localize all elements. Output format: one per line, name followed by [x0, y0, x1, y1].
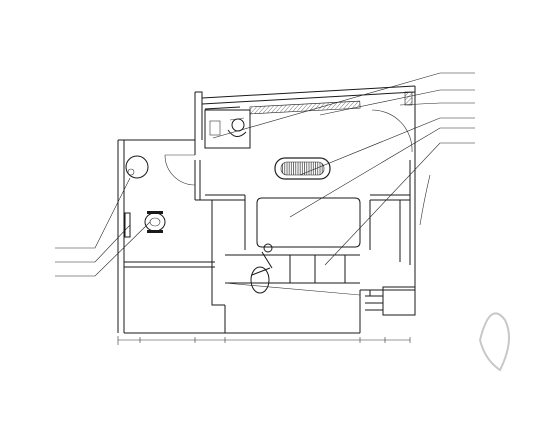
wall-cabinet — [124, 212, 131, 238]
large-table — [256, 197, 361, 248]
door-swing-left — [164, 154, 196, 186]
exterior-curve — [419, 174, 431, 226]
dimension-line — [117, 336, 411, 345]
desk — [204, 109, 251, 149]
seated-person-icon — [227, 117, 247, 137]
round-stool — [127, 168, 135, 176]
chair-icon — [144, 211, 166, 233]
reclining-person-icon — [250, 243, 273, 294]
top-counter — [204, 91, 413, 153]
door-swing-right — [371, 109, 413, 153]
watermark-logo — [478, 312, 510, 372]
hatched-column — [404, 91, 413, 106]
leader-lines-right — [212, 72, 475, 266]
leader-lines-left — [55, 177, 151, 277]
main-room — [205, 157, 431, 316]
oval-table — [274, 157, 331, 180]
round-table — [125, 155, 149, 179]
left-room — [124, 154, 196, 238]
step-block — [382, 286, 416, 316]
